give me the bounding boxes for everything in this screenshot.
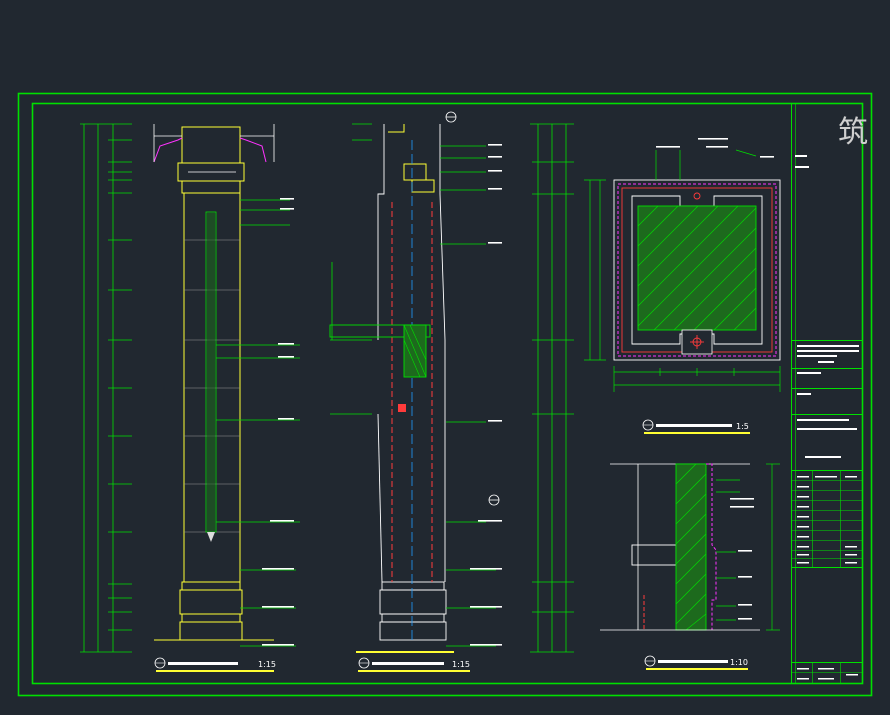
detail-section-view: 1:10 (600, 463, 780, 670)
plan-section-scale: 1:5 (736, 422, 749, 431)
side-dimension-chain (530, 123, 574, 653)
company-logo: 筑 (838, 115, 868, 150)
side-elevation-title: 1:15 (358, 657, 470, 672)
sheet-outer-border (17, 92, 873, 697)
front-elevation-scale: 1:15 (258, 660, 276, 669)
detail-section-title: 1:10 (644, 655, 748, 670)
detail-section-scale: 1:10 (730, 658, 748, 667)
front-elevation-view: 1:15 (80, 123, 300, 672)
title-block (791, 103, 863, 684)
side-elevation-scale: 1:15 (452, 660, 470, 669)
plan-section-view: 1:5 (584, 138, 781, 434)
side-elevation-view: 1:15 (329, 111, 502, 672)
title-block-text (795, 155, 859, 680)
sheet-inner-border (31, 102, 864, 685)
plan-section-title: 1:5 (642, 419, 750, 434)
front-elevation-title: 1:15 (154, 657, 276, 672)
